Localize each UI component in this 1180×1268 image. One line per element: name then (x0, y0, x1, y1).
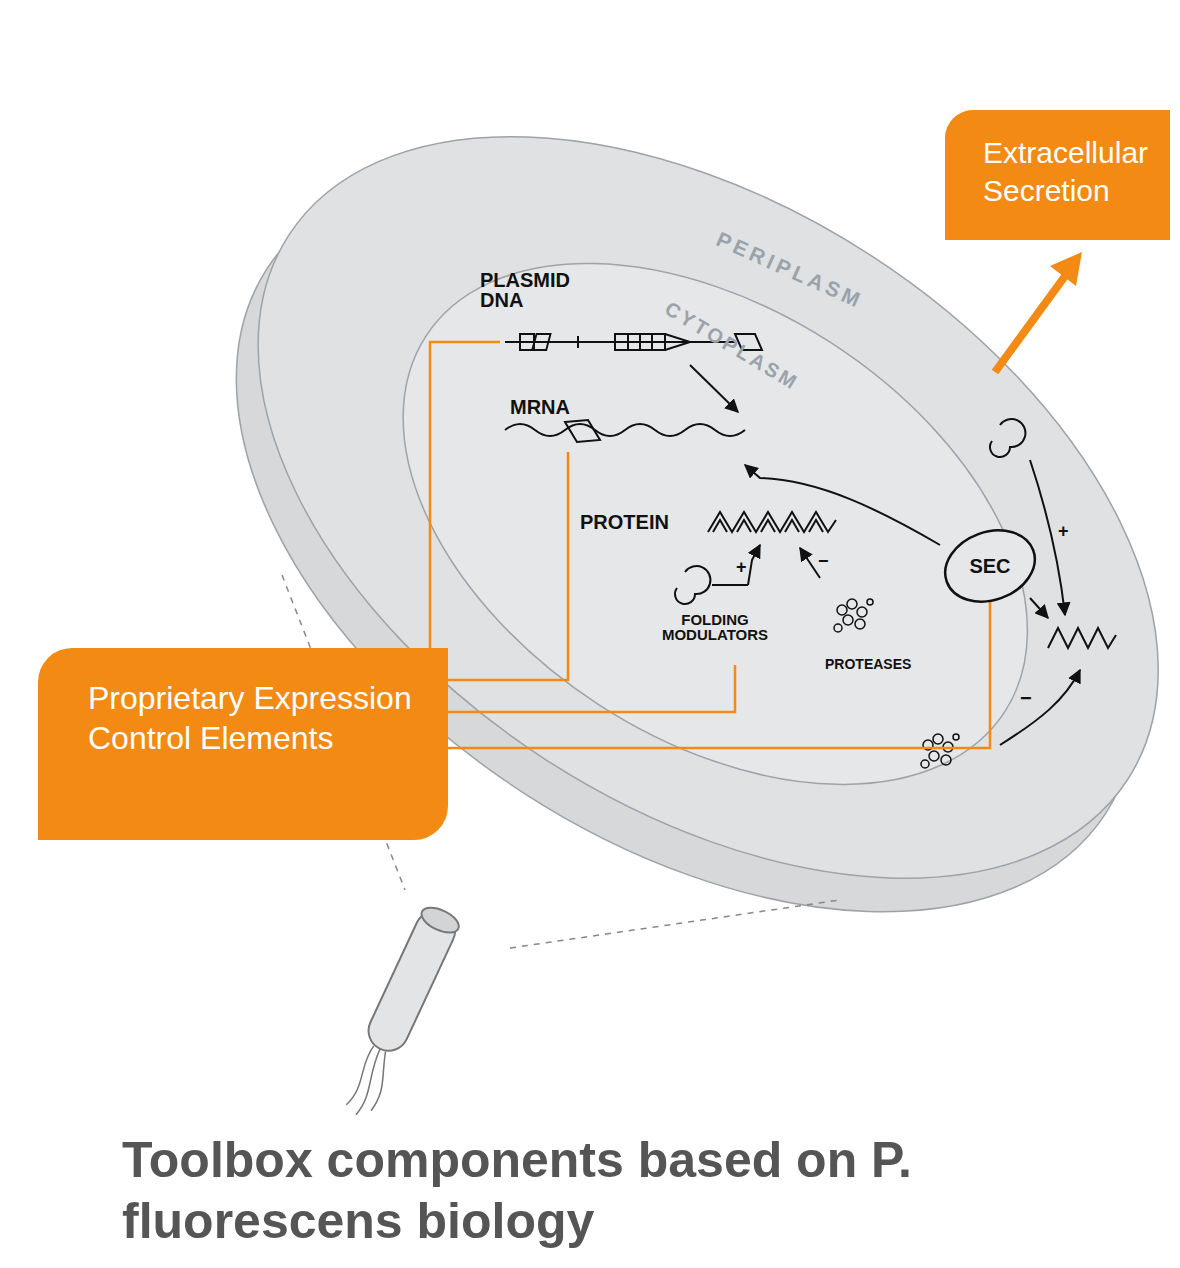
sec-ellipse: SEC (942, 530, 1038, 602)
sign-label: + (736, 558, 750, 576)
sign-label: − (818, 552, 832, 570)
part-label: PROTEASES (825, 657, 935, 671)
callout-box: Extracellular Secretion (945, 110, 1170, 240)
title: Toolbox components based on P. fluoresce… (122, 1130, 1022, 1252)
part-label: PLASMID DNA (480, 270, 570, 310)
callout-box: Proprietary Expression Control Elements (38, 648, 448, 840)
callout-text: Extracellular Secretion (983, 134, 1170, 209)
part-label: PROTEIN (580, 512, 710, 532)
sign-label: − (1020, 688, 1034, 708)
part-label: FOLDING MODULATORS (650, 612, 780, 642)
leader-connector (448, 596, 990, 748)
node-label: SEC (969, 554, 1010, 579)
sign-label: + (1058, 522, 1072, 540)
part-label: MRNA (510, 397, 610, 417)
callout-text: Proprietary Expression Control Elements (88, 678, 428, 758)
